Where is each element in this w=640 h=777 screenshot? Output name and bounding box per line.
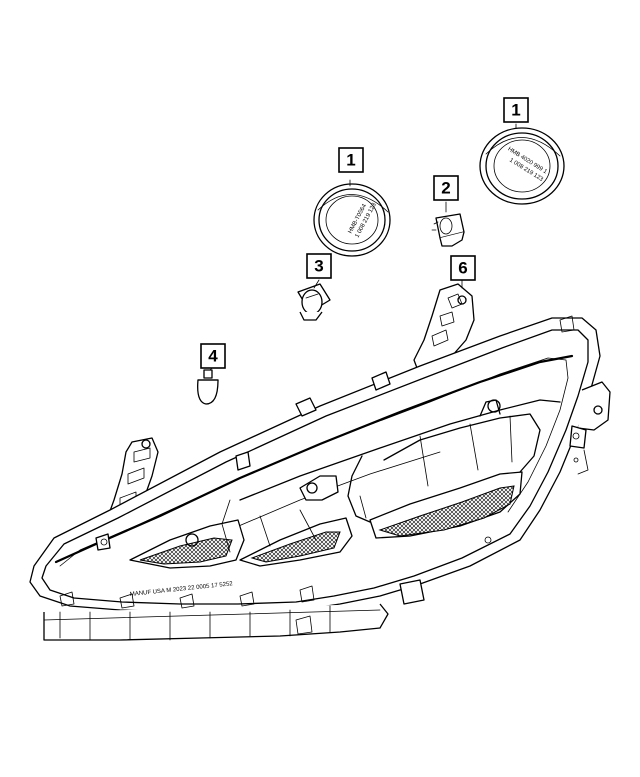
callout-label: 2 <box>441 179 450 198</box>
leader-lines <box>209 123 517 371</box>
callout-6: 6 <box>450 255 476 281</box>
callout-label: 6 <box>458 259 467 278</box>
callout-3: 3 <box>306 253 332 279</box>
callout-label: 1 <box>346 151 355 170</box>
bulb-cover-cap-left: HMB-T0564 1 008 219 123 <box>313 183 391 257</box>
side-marker-bulb <box>197 369 219 405</box>
headlamp-assembly: MANUF USA M 2023 22 0005 17 5252 <box>29 283 611 641</box>
callout-2: 2 <box>433 175 459 201</box>
bulb-cover-cap-right: HMB 4020 999 1 1 008 219 123 <box>479 127 565 205</box>
turn-signal-bulb <box>297 283 331 321</box>
callout-label: 4 <box>208 347 218 366</box>
callout-1-left: 1 <box>338 147 364 173</box>
callout-label: 1 <box>511 101 520 120</box>
callout-1-right: 1 <box>503 97 529 123</box>
callout-4: 4 <box>200 343 226 369</box>
headlamp-bulb <box>431 213 465 247</box>
callout-label: 3 <box>314 257 323 276</box>
